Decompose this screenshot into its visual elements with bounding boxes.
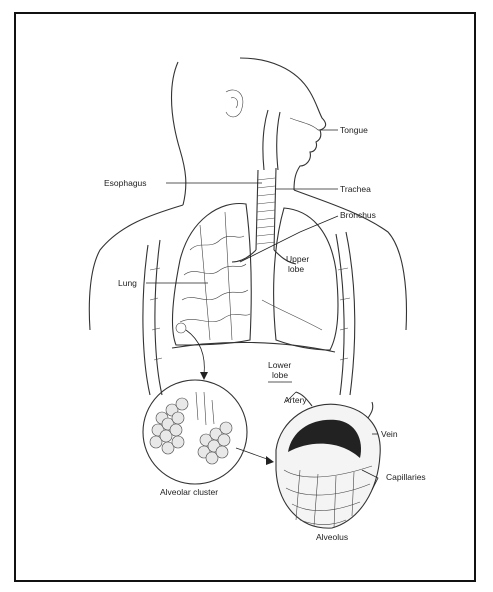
magnify-spot [176,323,186,333]
airway [232,110,318,264]
arrow-head [200,372,208,380]
label-alveolus: Alveolus [316,532,348,542]
magnify-arrow [186,330,204,375]
label-vein: Vein [381,429,398,439]
label-bronchus: Bronchus [340,210,376,220]
label-tongue: Tongue [340,125,368,135]
vein-vessel [368,402,373,418]
label-lower-lobe-line1: Lower [268,360,291,370]
diaphragm [172,342,335,352]
zoom-arrow [236,448,270,460]
label-lung: Lung [118,278,137,288]
zoom-arrow-head [266,456,274,465]
lung-left [173,203,252,345]
label-esophagus: Esophagus [104,178,147,188]
label-upper-lobe-line1: Upper [286,254,309,264]
alveolar-cluster [143,380,247,484]
label-artery: Artery [284,395,307,405]
label-capillaries: Capillaries [386,472,426,482]
label-lower-lobe-line2: lobe [272,370,288,380]
label-alveolar-cluster: Alveolar cluster [160,487,218,497]
lung-right [262,208,338,350]
alveolus [276,392,380,528]
label-upper-lobe-line2: lobe [288,264,304,274]
label-trachea: Trachea [340,184,371,194]
